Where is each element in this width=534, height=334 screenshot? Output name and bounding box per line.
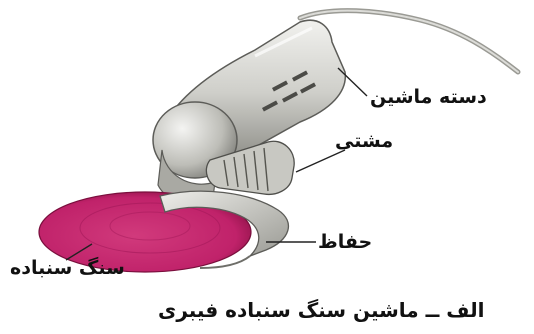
label-side-grip: مشتی: [335, 132, 393, 151]
label-guard: حفاظ: [318, 233, 372, 252]
label-abrasive-disc: سنگ سنباده: [10, 259, 125, 278]
figure-caption: الف ــ ماشین سنگ سنباده فیبری: [158, 300, 484, 320]
label-machine-handle: دسته ماشین: [370, 88, 487, 107]
leader-grip: [296, 150, 345, 172]
